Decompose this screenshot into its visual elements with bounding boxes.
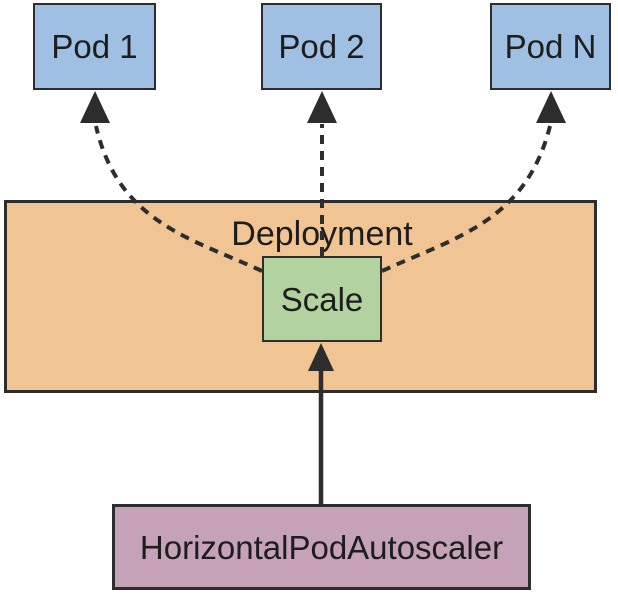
horizontal-pod-autoscaler-label: HorizontalPodAutoscaler xyxy=(139,528,504,566)
pod-2-box: Pod 2 xyxy=(261,3,382,90)
arrowhead-pod-2 xyxy=(307,91,337,123)
pod-1-label: Pod 1 xyxy=(51,28,138,65)
pod-n-label: Pod N xyxy=(504,28,597,65)
pod-1-box: Pod 1 xyxy=(33,3,156,90)
deployment-label: Deployment xyxy=(231,215,413,253)
scale-box: Scale xyxy=(262,256,382,342)
arrowhead-pod-n xyxy=(536,91,566,123)
pod-2-label: Pod 2 xyxy=(278,28,365,65)
arrowhead-pod-1 xyxy=(80,91,110,123)
pod-n-box: Pod N xyxy=(490,3,611,90)
horizontal-pod-autoscaler-box: HorizontalPodAutoscaler xyxy=(112,504,531,590)
scale-label: Scale xyxy=(280,280,364,318)
